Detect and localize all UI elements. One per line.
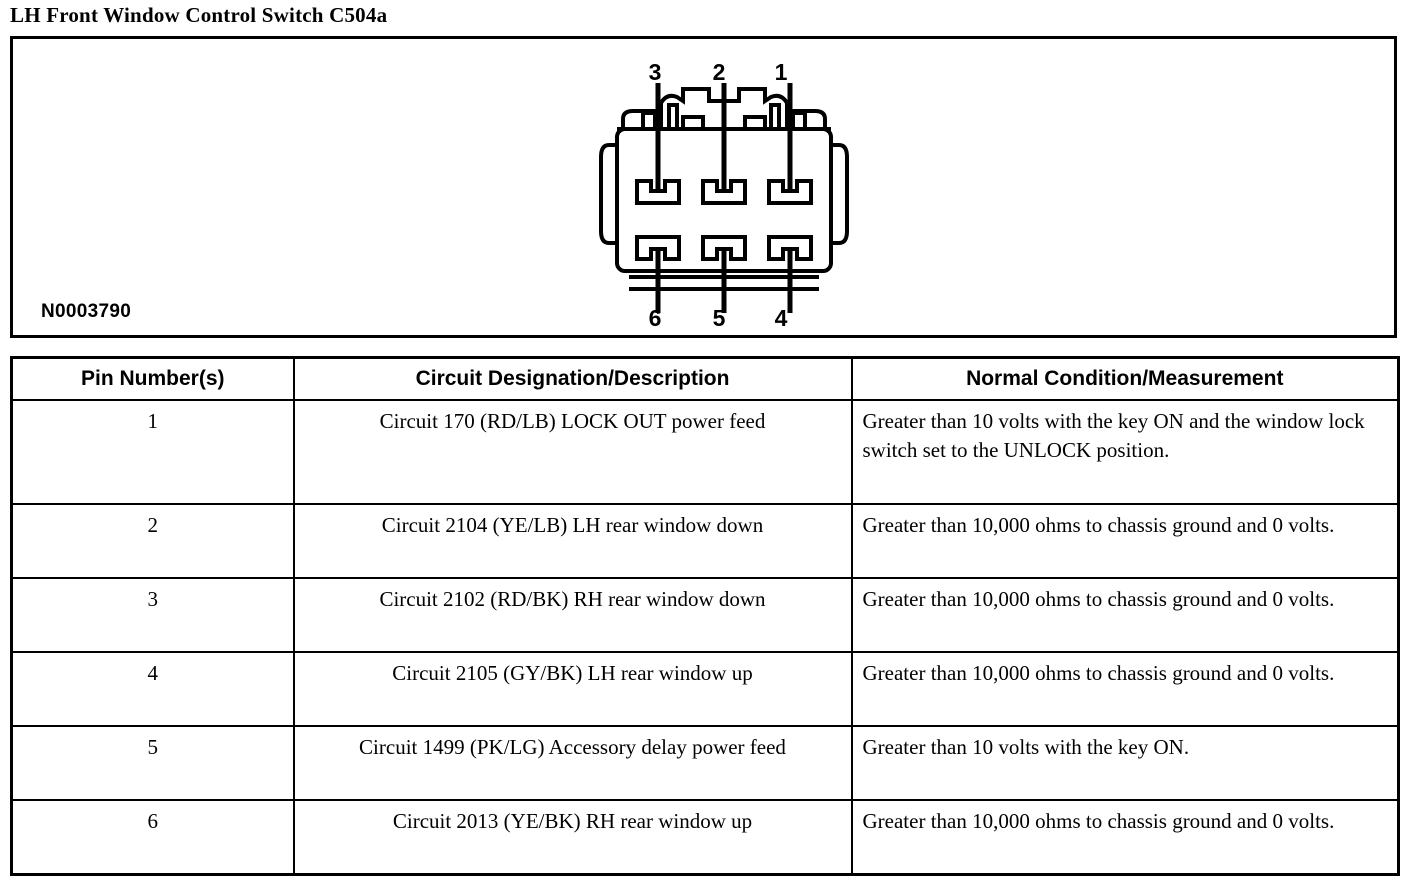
cell-condition: Greater than 10,000 ohms to chassis grou… xyxy=(850,503,1400,579)
cell-pin-number: 4 xyxy=(10,651,295,727)
figure-part-number: N0003790 xyxy=(41,301,132,322)
cell-pin-number: 1 xyxy=(10,399,295,505)
pin-assignment-table: Pin Number(s) Circuit Designation/Descri… xyxy=(10,356,1400,876)
table-row: 4 Circuit 2105 (GY/BK) LH rear window up… xyxy=(10,651,1400,727)
pin-callout-3: 3 xyxy=(648,59,662,85)
table-row: 1 Circuit 170 (RD/LB) LOCK OUT power fee… xyxy=(10,399,1400,505)
connector-body-svg xyxy=(599,83,849,313)
page-title: LH Front Window Control Switch C504a xyxy=(10,3,388,27)
cell-pin-number: 5 xyxy=(10,725,295,801)
pin-callout-2: 2 xyxy=(712,59,726,85)
pin-callout-6: 6 xyxy=(648,305,662,331)
cell-description: Circuit 170 (RD/LB) LOCK OUT power feed xyxy=(292,399,853,505)
cell-pin-number: 6 xyxy=(10,799,295,876)
cell-description: Circuit 2105 (GY/BK) LH rear window up xyxy=(292,651,853,727)
cell-condition: Greater than 10 volts with the key ON. xyxy=(850,725,1400,801)
connector-diagram: 3 2 1 6 5 4 xyxy=(599,61,849,331)
table-header-row: Pin Number(s) Circuit Designation/Descri… xyxy=(10,356,1400,401)
cell-description: Circuit 2013 (YE/BK) RH rear window up xyxy=(292,799,853,876)
cell-description: Circuit 2102 (RD/BK) RH rear window down xyxy=(292,577,853,653)
cell-condition: Greater than 10 volts with the key ON an… xyxy=(850,399,1400,505)
table-row: 2 Circuit 2104 (YE/LB) LH rear window do… xyxy=(10,503,1400,579)
column-header-pin-number: Pin Number(s) xyxy=(10,356,295,401)
table-row: 6 Circuit 2013 (YE/BK) RH rear window up… xyxy=(10,799,1400,876)
column-header-normal-condition: Normal Condition/Measurement xyxy=(850,356,1400,401)
pin-callout-1: 1 xyxy=(774,59,788,85)
table-row: 5 Circuit 1499 (PK/LG) Accessory delay p… xyxy=(10,725,1400,801)
column-header-circuit-designation: Circuit Designation/Description xyxy=(292,356,853,401)
cell-description: Circuit 2104 (YE/LB) LH rear window down xyxy=(292,503,853,579)
pin-callout-5: 5 xyxy=(712,305,726,331)
cell-condition: Greater than 10,000 ohms to chassis grou… xyxy=(850,651,1400,727)
connector-figure-box: 3 2 1 6 5 4 xyxy=(10,36,1397,338)
cell-pin-number: 3 xyxy=(10,577,295,653)
cell-pin-number: 2 xyxy=(10,503,295,579)
cell-condition: Greater than 10,000 ohms to chassis grou… xyxy=(850,577,1400,653)
cell-condition: Greater than 10,000 ohms to chassis grou… xyxy=(850,799,1400,876)
table-row: 3 Circuit 2102 (RD/BK) RH rear window do… xyxy=(10,577,1400,653)
pin-callout-4: 4 xyxy=(774,305,788,331)
cell-description: Circuit 1499 (PK/LG) Accessory delay pow… xyxy=(292,725,853,801)
